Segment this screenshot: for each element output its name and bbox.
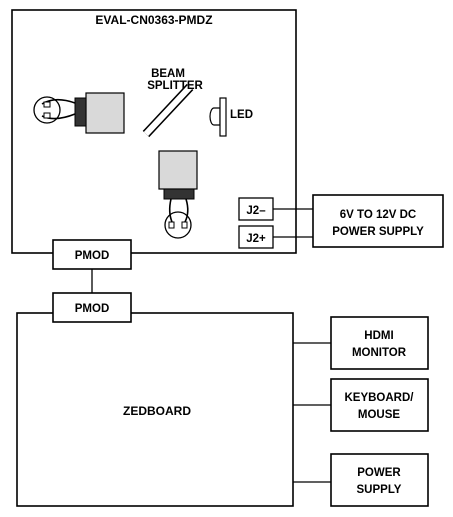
zed-power-supply-line1: POWER [357, 467, 401, 479]
board-title: EVAL-CN0363-PMDZ [95, 13, 212, 27]
pmod-top-label: PMOD [75, 250, 110, 262]
zedboard-label: ZEDBOARD [123, 404, 191, 418]
connector-j2-minus-label: J2– [246, 205, 266, 217]
pmod-bottom-box: PMOD [52, 292, 132, 323]
photodiode-left [33, 92, 125, 134]
beam-splitter [142, 83, 194, 138]
led-component [209, 97, 227, 137]
photodiode-bottom [158, 150, 198, 239]
zed-power-supply-box: POWER SUPPLY [330, 453, 429, 507]
keyboard-mouse-box: KEYBOARD/ MOUSE [330, 378, 429, 432]
connector-j2-plus: J2+ [238, 225, 274, 249]
led-label: LED [230, 109, 253, 121]
dc-power-supply-line1: 6V TO 12V DC [340, 209, 417, 221]
dc-power-supply-line2: POWER SUPPLY [332, 226, 424, 238]
beam-splitter-label-line1: BEAM [151, 68, 185, 80]
zedboard-box [16, 312, 294, 507]
pmod-bottom-label: PMOD [75, 303, 110, 315]
keyboard-mouse-line2: MOUSE [358, 409, 401, 421]
beam-splitter-label-line2: SPLITTER [147, 80, 203, 92]
hdmi-monitor-line1: HDMI [364, 330, 393, 342]
pmod-top-box: PMOD [52, 239, 132, 270]
connector-j2-plus-label: J2+ [246, 233, 266, 245]
dc-power-supply-box: 6V TO 12V DC POWER SUPPLY [312, 194, 444, 248]
hdmi-monitor-box: HDMI MONITOR [330, 316, 429, 370]
connector-j2-minus: J2– [238, 197, 274, 221]
hdmi-monitor-line2: MONITOR [352, 347, 407, 359]
zed-power-supply-line2: SUPPLY [357, 484, 402, 496]
keyboard-mouse-line1: KEYBOARD/ [344, 392, 414, 404]
